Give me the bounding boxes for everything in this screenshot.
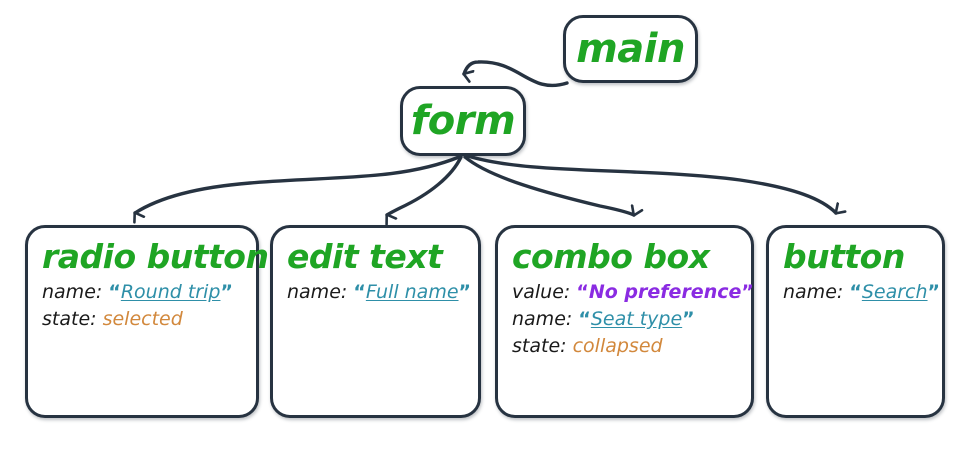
open-quote: “ bbox=[108, 281, 121, 303]
node-main-title: main bbox=[576, 26, 685, 72]
node-combo-box[interactable]: combo box value: “No preference” name: “… bbox=[495, 225, 754, 418]
edge-form-to-button bbox=[466, 154, 836, 215]
node-edit-text[interactable]: edit text name: “Full name” bbox=[270, 225, 481, 418]
attribute-row-name: name: “Seat type” bbox=[512, 306, 751, 333]
edge-form-to-combo-box bbox=[463, 155, 634, 215]
open-quote: “ bbox=[576, 281, 589, 303]
attribute-value-text: Round trip bbox=[120, 281, 221, 303]
attribute-key: state: bbox=[42, 308, 97, 330]
node-button-title: button bbox=[783, 237, 905, 276]
node-main[interactable]: main bbox=[563, 15, 698, 83]
node-form[interactable]: form bbox=[400, 86, 526, 156]
attribute-key: state: bbox=[512, 335, 567, 357]
edge-form-to-radio-button bbox=[135, 155, 461, 213]
attribute-value: “Search” bbox=[849, 281, 940, 303]
edge-main-to-form bbox=[464, 60, 569, 88]
node-edit-text-title: edit text bbox=[287, 237, 443, 276]
attribute-value-text: Full name bbox=[365, 281, 459, 303]
attribute-key: name: bbox=[783, 281, 844, 303]
close-quote: ” bbox=[458, 281, 472, 303]
attribute-list: name: “Full name” bbox=[287, 279, 478, 306]
close-quote: ” bbox=[682, 308, 695, 330]
attribute-list: value: “No preference” name: “Seat type”… bbox=[512, 279, 754, 360]
attribute-value: “Round trip” bbox=[108, 281, 233, 303]
attribute-value: selected bbox=[102, 308, 183, 330]
attribute-value: “Seat type” bbox=[578, 308, 694, 330]
open-quote: “ bbox=[849, 281, 862, 303]
open-quote: “ bbox=[578, 308, 591, 330]
attribute-row-state: state: selected bbox=[42, 306, 256, 333]
node-radio-button-title: radio button bbox=[42, 237, 269, 276]
attribute-row-value: value: “No preference” bbox=[512, 279, 754, 306]
attribute-key: name: bbox=[42, 281, 103, 303]
attribute-row-name: name: “Round trip” bbox=[42, 279, 256, 306]
attribute-value-text: Seat type bbox=[590, 308, 683, 330]
attribute-key: value: bbox=[512, 281, 571, 303]
edge-form-to-edit-text bbox=[387, 155, 463, 215]
node-form-title: form bbox=[410, 98, 516, 144]
attribute-value-text: No preference bbox=[588, 281, 742, 303]
node-combo-box-title: combo box bbox=[512, 237, 710, 276]
attribute-row-name: name: “Full name” bbox=[287, 279, 478, 306]
node-radio-button[interactable]: radio button name: “Round trip” state: s… bbox=[25, 225, 269, 418]
attribute-value: “No preference” bbox=[576, 281, 754, 303]
open-quote: “ bbox=[353, 281, 366, 303]
attribute-key: name: bbox=[287, 281, 348, 303]
attribute-key: name: bbox=[512, 308, 573, 330]
attribute-value: collapsed bbox=[572, 335, 663, 357]
close-quote: ” bbox=[220, 281, 233, 303]
close-quote: ” bbox=[927, 281, 941, 303]
attribute-value: “Full name” bbox=[353, 281, 471, 303]
close-quote: ” bbox=[741, 281, 754, 303]
node-button[interactable]: button name: “Search” bbox=[766, 225, 945, 418]
attribute-row-name: name: “Search” bbox=[783, 279, 942, 306]
attribute-list: name: “Round trip” state: selected bbox=[42, 279, 256, 333]
attribute-value-text: Search bbox=[861, 281, 928, 303]
attribute-list: name: “Search” bbox=[783, 279, 942, 306]
attribute-row-state: state: collapsed bbox=[512, 333, 751, 360]
